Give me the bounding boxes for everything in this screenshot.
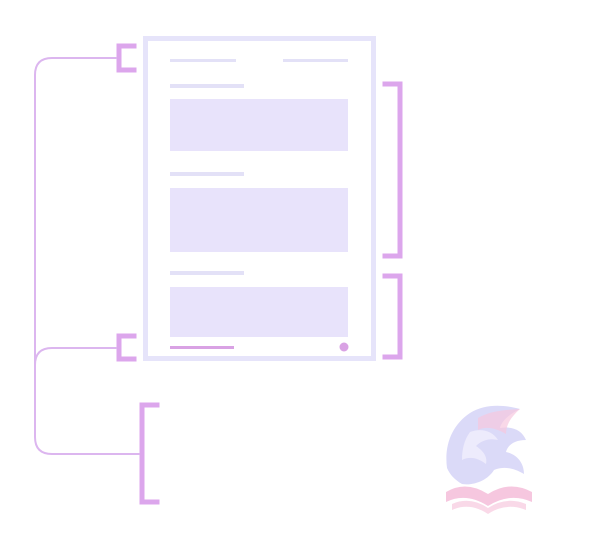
document-page	[143, 36, 376, 361]
section-heading-line	[170, 271, 244, 275]
dragon-book-icon	[446, 405, 532, 514]
footer-connector-line	[34, 347, 117, 366]
header-bracket	[116, 43, 137, 73]
body-sections-bracket	[382, 81, 403, 259]
footer-accent-line	[170, 346, 234, 349]
section-heading-line	[170, 172, 244, 176]
footer-bracket	[116, 333, 137, 362]
section-heading-line	[170, 84, 244, 88]
page-number-dot	[339, 342, 349, 352]
external-target-bracket	[139, 402, 160, 505]
header-line-left	[170, 59, 236, 62]
header-connector-line	[34, 57, 140, 455]
section-content-block	[170, 99, 348, 151]
header-line-right	[283, 59, 348, 62]
section-content-block	[170, 287, 348, 337]
last-section-bracket	[382, 273, 403, 360]
section-content-block	[170, 188, 348, 252]
page-border	[143, 36, 376, 361]
